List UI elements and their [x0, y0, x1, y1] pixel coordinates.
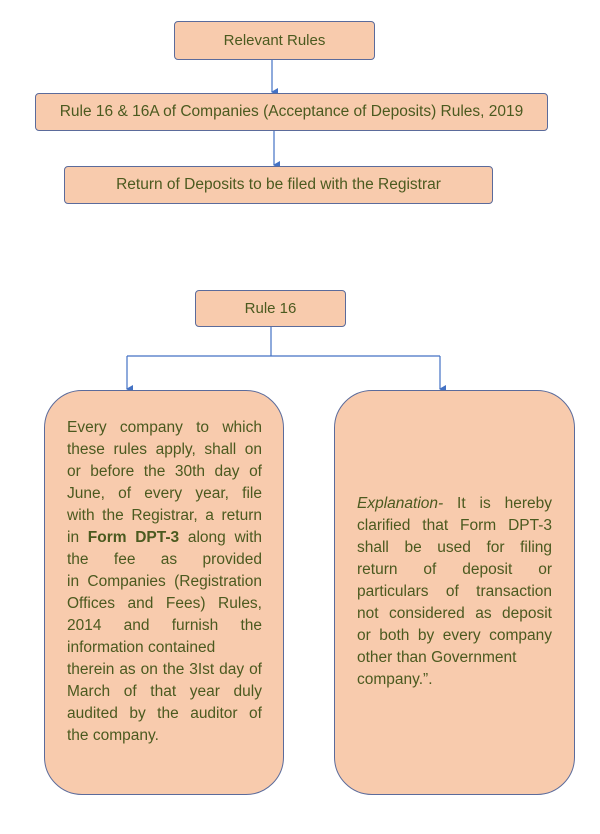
- text-segment: It is hereby: [443, 495, 552, 512]
- form-dpt-3-bold: Form DPT-3: [87, 529, 180, 546]
- text-line: the company.: [67, 727, 159, 744]
- explanation-label: Explanation-: [357, 495, 444, 512]
- text-line: June, of every year, file: [67, 485, 262, 502]
- text-line: Every company to which: [67, 419, 262, 436]
- text-line: with the Registrar, a return: [67, 507, 262, 524]
- rule-16-box: Rule 16: [195, 290, 346, 327]
- text-line: Explanation- It is hereby: [357, 493, 552, 515]
- rule-16-text: Every company to which these rules apply…: [67, 417, 262, 747]
- text-line: the fee as provided: [67, 551, 262, 568]
- text-line: other than Government: [357, 649, 517, 666]
- text-line: company.”.: [357, 671, 433, 688]
- text-segment: along with: [179, 529, 263, 546]
- text-line: audited by the auditor of: [67, 705, 262, 722]
- explanation-text: Explanation- It is hereby clarified that…: [357, 493, 552, 691]
- text-line: March of that year duly: [67, 683, 262, 700]
- relevant-rules-box: Relevant Rules: [174, 21, 375, 60]
- text-line: shall be used for filing: [357, 539, 552, 556]
- text-line: 2014 and furnish the: [67, 617, 262, 634]
- text-line: in Form DPT-3 along with: [67, 527, 262, 549]
- rule-16-text-box: Every company to which these rules apply…: [44, 390, 284, 795]
- text-line: Offices and Fees) Rules,: [67, 595, 262, 612]
- text-line: these rules apply, shall on: [67, 441, 262, 458]
- text-line: information contained: [67, 639, 216, 656]
- text-line: clarified that Form DPT-3: [357, 517, 552, 534]
- rule-16-16a-box: Rule 16 & 16A of Companies (Acceptance o…: [35, 93, 548, 131]
- text-line: in Companies (Registration: [67, 573, 262, 590]
- text-line: therein as on the 3Ist day of: [67, 661, 262, 678]
- text-line: return of deposit or: [357, 561, 552, 578]
- text-line: particulars of transaction: [357, 583, 552, 600]
- text-line: or before the 30th day of: [67, 463, 262, 480]
- explanation-box: Explanation- It is hereby clarified that…: [334, 390, 575, 795]
- return-of-deposits-box: Return of Deposits to be filed with the …: [64, 166, 493, 204]
- text-segment: in: [67, 529, 88, 546]
- text-line: or both by every company: [357, 627, 552, 644]
- text-line: not considered as deposit: [357, 605, 552, 622]
